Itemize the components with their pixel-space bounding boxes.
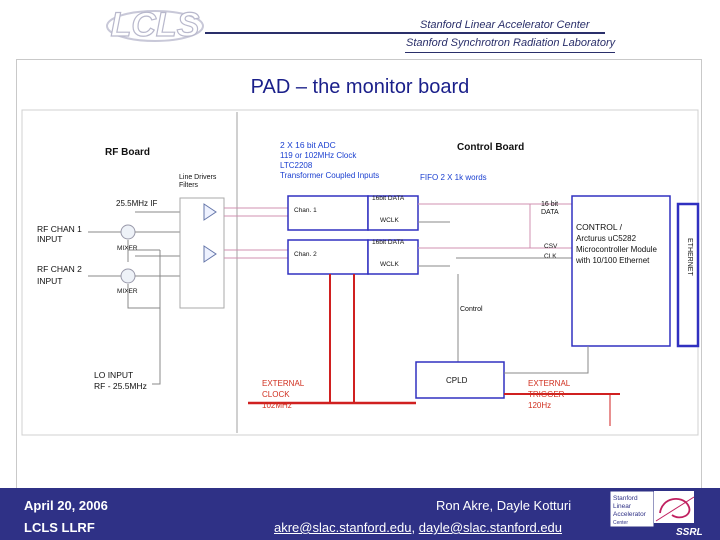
rf-chan2-input-label: INPUT	[37, 276, 63, 286]
rf-chan1-label: RF CHAN 1	[37, 224, 82, 234]
ssrl-logo-line1: Stanford	[613, 495, 638, 502]
controller-line2: Arcturus uC5282	[576, 234, 637, 243]
footer-bar: April 20, 2006 LCLS LLRF Ron Akre, Dayle…	[0, 488, 720, 540]
control-board-label: Control Board	[457, 142, 524, 153]
ext-trigger-label-3: 120Hz	[528, 401, 551, 410]
rf-chan2-label: RF CHAN 2	[37, 264, 82, 274]
lcls-logo: LCLS	[106, 6, 204, 45]
ethernet-block	[676, 202, 700, 348]
data16-right-label: 16 bit	[541, 201, 558, 208]
ssrl-logo-line4: Center	[613, 520, 628, 526]
wclk1-label: WCLK	[380, 217, 399, 224]
line-drivers-label: Line Drivers	[179, 174, 217, 181]
email-link-akre[interactable]: akre@slac.stanford.edu	[274, 520, 412, 535]
org-name-ssrl: Stanford Synchrotron Radiation Laborator…	[406, 37, 616, 49]
csv-label: CSV	[544, 243, 558, 250]
ssrl-logo-line3: Accelerator	[613, 511, 647, 518]
control-label: Control	[460, 306, 483, 313]
adc-line2: 119 or 102MHz Clock	[280, 151, 357, 160]
footer-emails: akre@slac.stanford.edu, dayle@slac.stanf…	[274, 520, 562, 535]
email-separator: ,	[411, 520, 419, 535]
controller-line1: CONTROL /	[576, 222, 623, 232]
rf-board-label: RF Board	[105, 147, 150, 158]
chan2-label: Chan. 2	[294, 251, 317, 258]
filters-label: Filters	[179, 182, 199, 189]
rf-chan1-input-label: INPUT	[37, 234, 63, 244]
data16-label-a: 16bit DATA	[372, 195, 405, 202]
data16-right-label-2: DATA	[541, 209, 559, 216]
line-driver-block	[179, 197, 225, 309]
adc-line3: LTC2208	[280, 161, 313, 170]
ext-clock-label-1: EXTERNAL	[262, 379, 305, 388]
ext-trigger-label-1: EXTERNAL	[528, 379, 571, 388]
mixer2-icon	[120, 268, 136, 284]
lcls-logo-text: LCLS	[111, 6, 200, 44]
controller-block	[571, 195, 671, 347]
adc-line1: 2 X 16 bit ADC	[280, 140, 336, 150]
lo-input-label: LO INPUT	[94, 370, 133, 380]
fifo-chan2-block	[367, 239, 419, 275]
ssrl-beam-icon	[655, 496, 695, 522]
slide-title: PAD – the monitor board	[250, 76, 470, 98]
wclk2-label: WCLK	[380, 261, 399, 268]
mixer2-label: MIXER	[117, 288, 138, 295]
fifo-label: FIFO 2 X 1k words	[420, 173, 487, 182]
adc-chan1-block	[287, 195, 369, 231]
ssrl-logo-line2: Linear	[613, 503, 632, 510]
if-label: 25.5MHz IF	[116, 199, 157, 208]
ext-clock-label-2: CLOCK	[262, 390, 290, 399]
fifo-chan1-block	[367, 195, 419, 231]
adc-line4: Transformer Coupled Inputs	[280, 171, 379, 180]
driver2-triangle-icon	[203, 245, 217, 263]
header: LCLS Stanford Linear Accelerator Center …	[0, 0, 720, 58]
driver1-triangle-icon	[203, 203, 217, 221]
footer-date: April 20, 2006	[24, 498, 108, 513]
ssrl-logo: Stanford Linear Accelerator Center SSRL	[610, 491, 703, 537]
cpld-block	[415, 361, 505, 399]
controller-line3: Microcontroller Module	[576, 245, 657, 254]
org-name-slac: Stanford Linear Accelerator Center	[420, 19, 590, 31]
email-link-kotturi[interactable]: dayle@slac.stanford.edu	[418, 520, 563, 535]
chan1-label: Chan. 1	[294, 207, 317, 214]
header-rule-top	[205, 32, 605, 34]
mixer1-label: MIXER	[117, 245, 138, 252]
ext-clock-label-3: 102MHz	[262, 401, 292, 410]
block-diagram: RF Board Control Board Line Drivers Filt…	[21, 109, 700, 436]
clk-label: CLK	[544, 253, 557, 260]
adc-chan2-block	[287, 239, 369, 275]
data16-label-b: 16bit DATA	[372, 239, 405, 246]
lo-wire-main	[127, 284, 161, 385]
lo-input-freq-label: RF - 25.5MHz	[94, 381, 147, 391]
footer-project: LCLS LLRF	[24, 520, 95, 535]
footer-authors: Ron Akre, Dayle Kotturi	[436, 498, 572, 513]
cpld-controller-wire	[504, 346, 589, 374]
ssrl-logo-text: SSRL	[676, 527, 703, 537]
mixer1-icon	[120, 224, 136, 240]
ssrl-ring-icon	[659, 498, 691, 519]
cpld-label: CPLD	[446, 376, 468, 385]
ext-trigger-label-2: TRIGGER	[528, 390, 565, 399]
header-rule-bottom	[405, 52, 615, 53]
ethernet-label: ETHERNET	[686, 238, 693, 276]
controller-line4: with 10/100 Ethernet	[575, 256, 650, 265]
